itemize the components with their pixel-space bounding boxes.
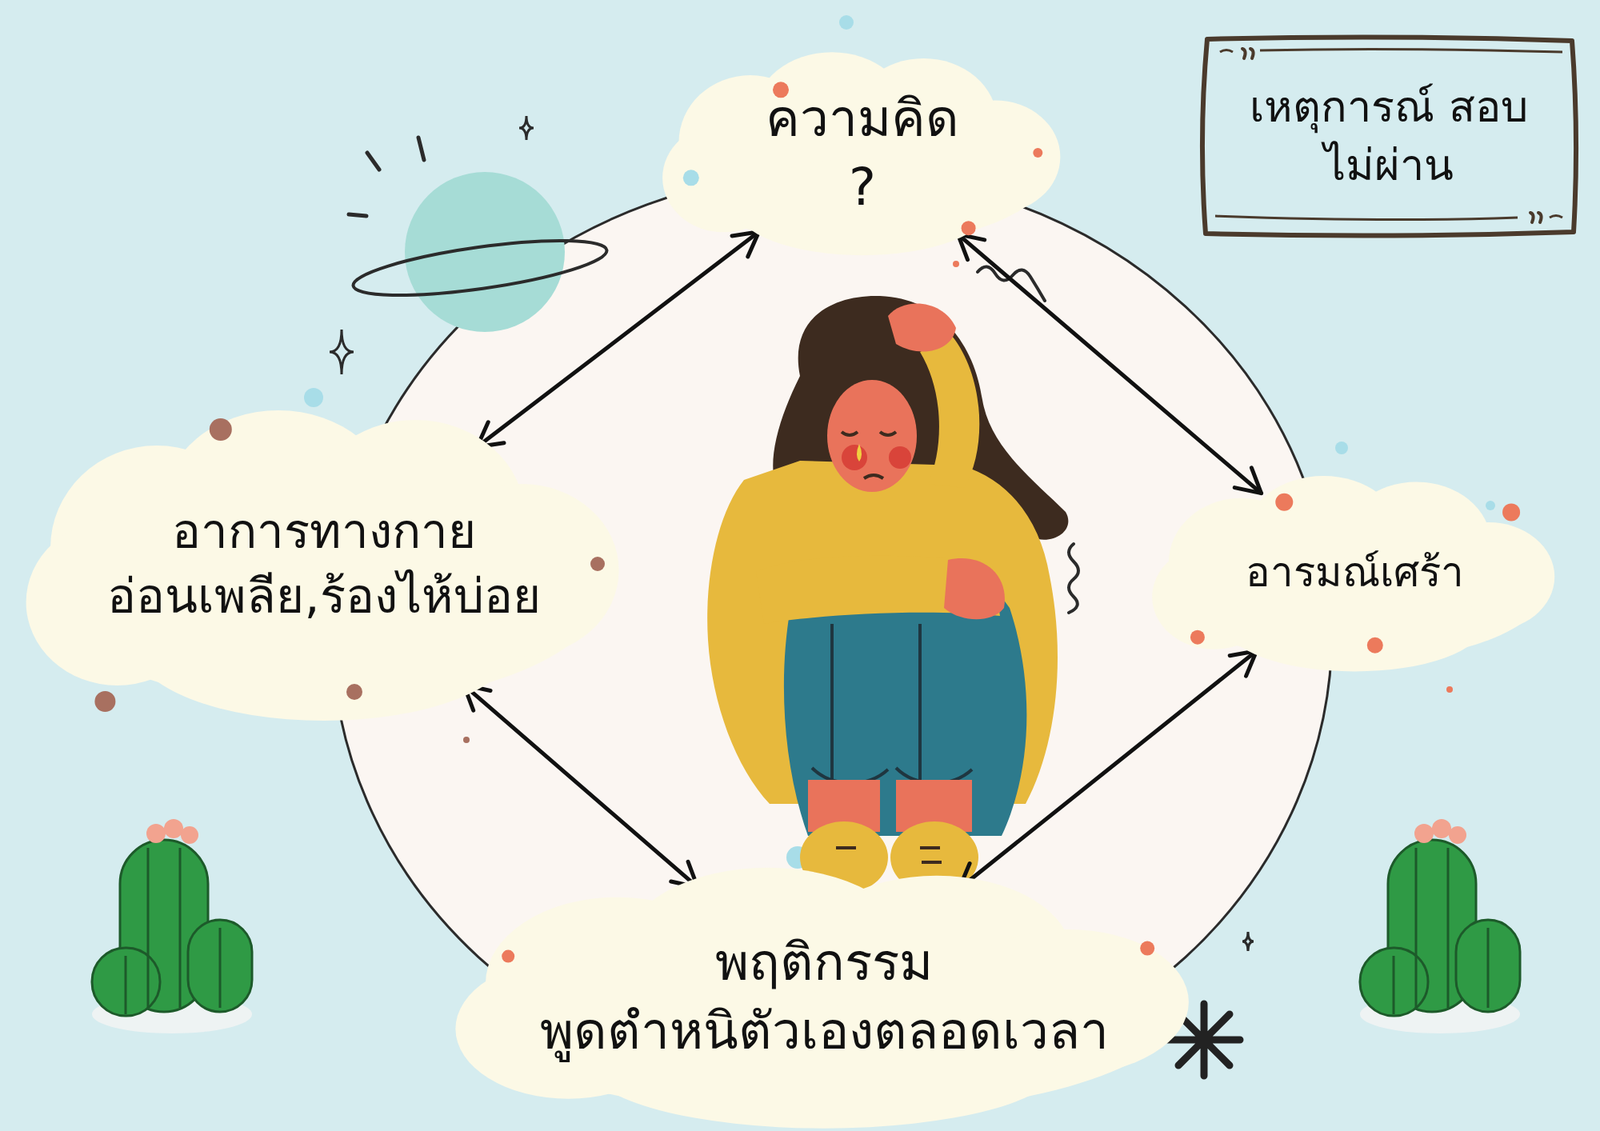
node-heading: อาการทางกาย xyxy=(172,499,476,564)
cloud-shape-part xyxy=(590,556,605,572)
cactus-part xyxy=(146,824,166,844)
event-label: เหตุการณ์ สอบไม่ผ่าน xyxy=(1231,78,1547,196)
double-arrow xyxy=(476,232,759,448)
node-body: พูดตำหนิตัวเองตลอดเวลา xyxy=(540,996,1109,1066)
double-arrow xyxy=(959,651,1257,889)
sparkle-part xyxy=(329,329,354,375)
cloud-shape xyxy=(658,48,1067,258)
text-holder: ความคิด? xyxy=(658,48,1067,258)
node-body: ? xyxy=(848,152,876,222)
sad-woman-part xyxy=(920,336,980,488)
planet-part xyxy=(350,229,610,307)
event-frame xyxy=(1196,32,1582,240)
cactus-part xyxy=(164,819,184,839)
dots-part xyxy=(463,736,470,744)
cactus-part xyxy=(1393,848,1488,1015)
cactus xyxy=(92,819,252,1034)
node-heading: อารมณ์เศร้า xyxy=(1245,545,1464,601)
emotion-cloud: อารมณ์เศร้า xyxy=(1148,472,1561,674)
text-holder: พฤติกรรมพูดตำหนิตัวเองตลอดเวลา xyxy=(448,862,1200,1131)
dots-part xyxy=(1335,441,1348,455)
cloud-shape-part xyxy=(209,418,232,441)
double-arrow xyxy=(464,684,698,888)
sad-woman-part xyxy=(888,303,956,352)
cloud-shape-part xyxy=(683,169,700,186)
sad-woman-part xyxy=(827,380,917,492)
sad-woman-part xyxy=(836,848,942,863)
sparkle-part xyxy=(1242,932,1254,952)
cactus-part xyxy=(1432,819,1452,839)
cloud-shape-part xyxy=(1275,493,1293,512)
physical-cloud: อาการทางกายอ่อนเพลีย,ร้องไห้บ่อย xyxy=(20,404,628,724)
sad-woman-part xyxy=(888,446,912,469)
thought-cloud: ความคิด? xyxy=(658,48,1067,258)
node-heading: ความคิด xyxy=(765,84,960,153)
planet xyxy=(348,137,610,332)
double-arrow-part xyxy=(1234,468,1261,494)
planet-part xyxy=(348,137,424,216)
sad-woman-part xyxy=(841,432,896,479)
double-arrow-part xyxy=(959,651,1257,889)
dots-part xyxy=(1485,500,1496,511)
event-frame-part xyxy=(1530,212,1542,223)
dots xyxy=(304,15,1496,972)
cactus xyxy=(1360,819,1520,1034)
sad-woman xyxy=(707,296,1068,894)
squiggle-part xyxy=(1068,544,1079,613)
cloud-shape-part xyxy=(94,691,116,712)
cloud-shape-part xyxy=(961,220,976,236)
event-box: เหตุการณ์ สอบไม่ผ่าน xyxy=(1196,32,1582,240)
cactus-part xyxy=(1448,826,1467,844)
cloud-shape-part xyxy=(1367,637,1384,654)
behavior-cloud: พฤติกรรมพูดตำหนิตัวเองตลอดเวลา xyxy=(448,862,1200,1131)
event-frame-part xyxy=(1215,216,1563,220)
text-holder: อาการทางกายอ่อนเพลีย,ร้องไห้บ่อย xyxy=(20,404,628,724)
node-body: อ่อนเพลีย,ร้องไห้บ่อย xyxy=(107,564,540,629)
sparkle-part xyxy=(519,116,534,140)
cloud-shape-part xyxy=(1502,503,1520,521)
cactus-part xyxy=(125,848,220,1015)
cactus-part xyxy=(1414,824,1434,844)
text-holder: อารมณ์เศร้า xyxy=(1148,472,1561,674)
cloud-shape-part xyxy=(346,684,363,700)
cloud-shape-part xyxy=(1140,941,1155,956)
dots-part xyxy=(952,260,960,268)
cloud-shape-part xyxy=(1032,148,1043,158)
text-holder: เหตุการณ์ สอบไม่ผ่าน xyxy=(1196,32,1582,240)
cloud-shape-part xyxy=(501,950,515,964)
dots-part xyxy=(1446,686,1453,693)
double-arrow-part xyxy=(732,232,760,257)
cloud-shape xyxy=(20,404,628,724)
event-frame-part xyxy=(1242,48,1254,59)
double-arrow-part xyxy=(957,234,984,260)
event-frame-part xyxy=(1202,36,1576,236)
dots-part xyxy=(839,15,854,30)
double-arrow-part xyxy=(476,232,759,448)
double-arrow xyxy=(957,234,1261,494)
cloud-shape xyxy=(448,862,1200,1131)
event-frame-part xyxy=(1220,48,1563,52)
double-arrow-part xyxy=(464,684,698,888)
squiggle-part xyxy=(977,266,1045,301)
double-arrow-part xyxy=(1229,651,1256,676)
node-heading: พฤติกรรม xyxy=(715,928,933,997)
planet-part xyxy=(404,172,565,332)
sad-woman-part xyxy=(841,444,868,471)
sad-woman-part xyxy=(944,558,1005,620)
sad-woman-part xyxy=(856,444,862,462)
cloud-shape-part xyxy=(1190,630,1205,645)
cactus-part xyxy=(180,826,199,844)
dots-part xyxy=(304,388,324,408)
double-arrow-part xyxy=(957,234,1261,494)
